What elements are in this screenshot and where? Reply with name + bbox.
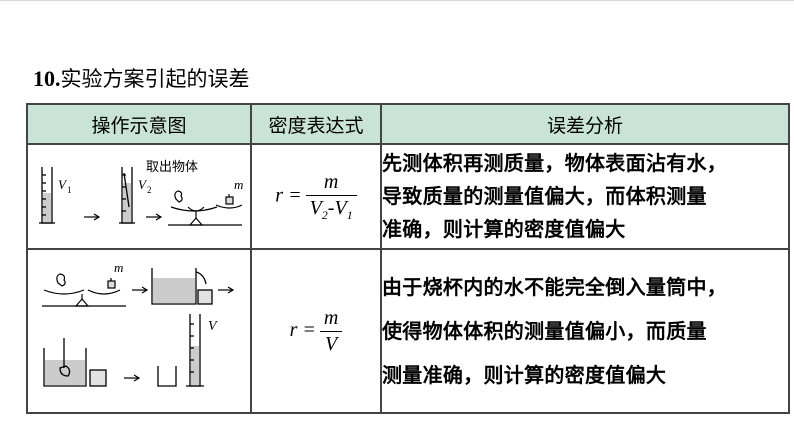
formula-lhs: r = <box>289 318 316 341</box>
section-title-text: 实验方案引起的误差 <box>60 67 250 91</box>
graduated-cylinder <box>186 314 204 387</box>
density-fraction: m V2-V1 <box>305 171 357 223</box>
v1-label: V <box>58 177 68 192</box>
analysis-line: 由于烧杯内的水不能完全倒入量筒中， <box>382 275 728 299</box>
formula-cell: r = m V <box>250 248 382 414</box>
arrow-1 <box>84 213 101 221</box>
error-analysis-table: 操作示意图 密度表达式 误差分析 V 1 <box>26 103 790 414</box>
measure-volume-then-mass-diagram: V 1 V 2 取出物体 <box>39 160 243 226</box>
section-title: 10.实验方案引起的误差 <box>33 66 250 92</box>
balance-scale <box>168 190 243 226</box>
fraction-denominator: V2-V1 <box>306 196 357 223</box>
analysis-line: 测量准确，则计算的密度值偏大 <box>382 363 667 387</box>
beaker-with-water <box>151 268 213 305</box>
graduated-cylinder-2 <box>119 167 135 224</box>
top-divider-line <box>0 0 794 1</box>
fraction-numerator: m <box>319 307 343 332</box>
analysis-line: 使得物体体积的测量值偏小，而质量 <box>382 319 707 343</box>
fraction-denominator: V <box>325 332 338 355</box>
beaker-with-object <box>43 338 107 387</box>
m-label: m <box>234 177 243 192</box>
header-formula: 密度表达式 <box>250 103 382 145</box>
den-v2-sub: 2 <box>321 207 328 222</box>
analysis-line: 先测体积再测质量，物体表面沾有水， <box>382 151 728 175</box>
table-row: m <box>26 248 790 414</box>
den-v1-sub: 1 <box>346 207 353 222</box>
diagram-cell: V 1 V 2 取出物体 <box>26 143 252 250</box>
fraction-numerator: m <box>305 171 357 196</box>
arrow-3 <box>124 374 141 382</box>
v2-subscript: 2 <box>147 185 152 195</box>
diagram-cell: m <box>26 248 252 414</box>
v2-label: V <box>138 177 148 192</box>
v-label: V <box>208 319 218 334</box>
density-fraction: m V <box>319 307 343 356</box>
arrow-1 <box>132 286 149 294</box>
den-v2: V <box>309 196 322 219</box>
balance-scale <box>42 273 126 307</box>
take-out-object-label: 取出物体 <box>146 160 198 175</box>
table-row: V 1 V 2 取出物体 <box>26 143 790 250</box>
arrow-2 <box>218 286 235 294</box>
v1-subscript: 1 <box>67 185 72 195</box>
header-diagram: 操作示意图 <box>26 103 252 145</box>
graduated-cylinder-1 <box>39 167 55 224</box>
analysis-cell: 由于烧杯内的水不能完全倒入量筒中， 使得物体体积的测量值偏小，而质量 测量准确，… <box>380 248 790 414</box>
measure-mass-then-volume-diagram: m <box>42 260 235 387</box>
den-v1: V <box>334 196 347 219</box>
den-minus: - <box>327 196 335 219</box>
analysis-line: 导致质量的测量值偏大，而体积测量 <box>382 184 707 208</box>
empty-beaker <box>157 366 177 387</box>
analysis-cell: 先测体积再测质量，物体表面沾有水， 导致质量的测量值偏大，而体积测量 准确，则计… <box>380 143 790 250</box>
arrow-2 <box>146 213 163 221</box>
header-analysis: 误差分析 <box>380 103 790 145</box>
m-label: m <box>114 260 123 275</box>
analysis-line: 准确，则计算的密度值偏大 <box>382 217 626 241</box>
section-number: 10. <box>33 66 61 91</box>
formula-cell: r = m V2-V1 <box>250 143 382 250</box>
formula-lhs: r = <box>275 184 302 207</box>
table-header-row: 操作示意图 密度表达式 误差分析 <box>26 103 790 145</box>
